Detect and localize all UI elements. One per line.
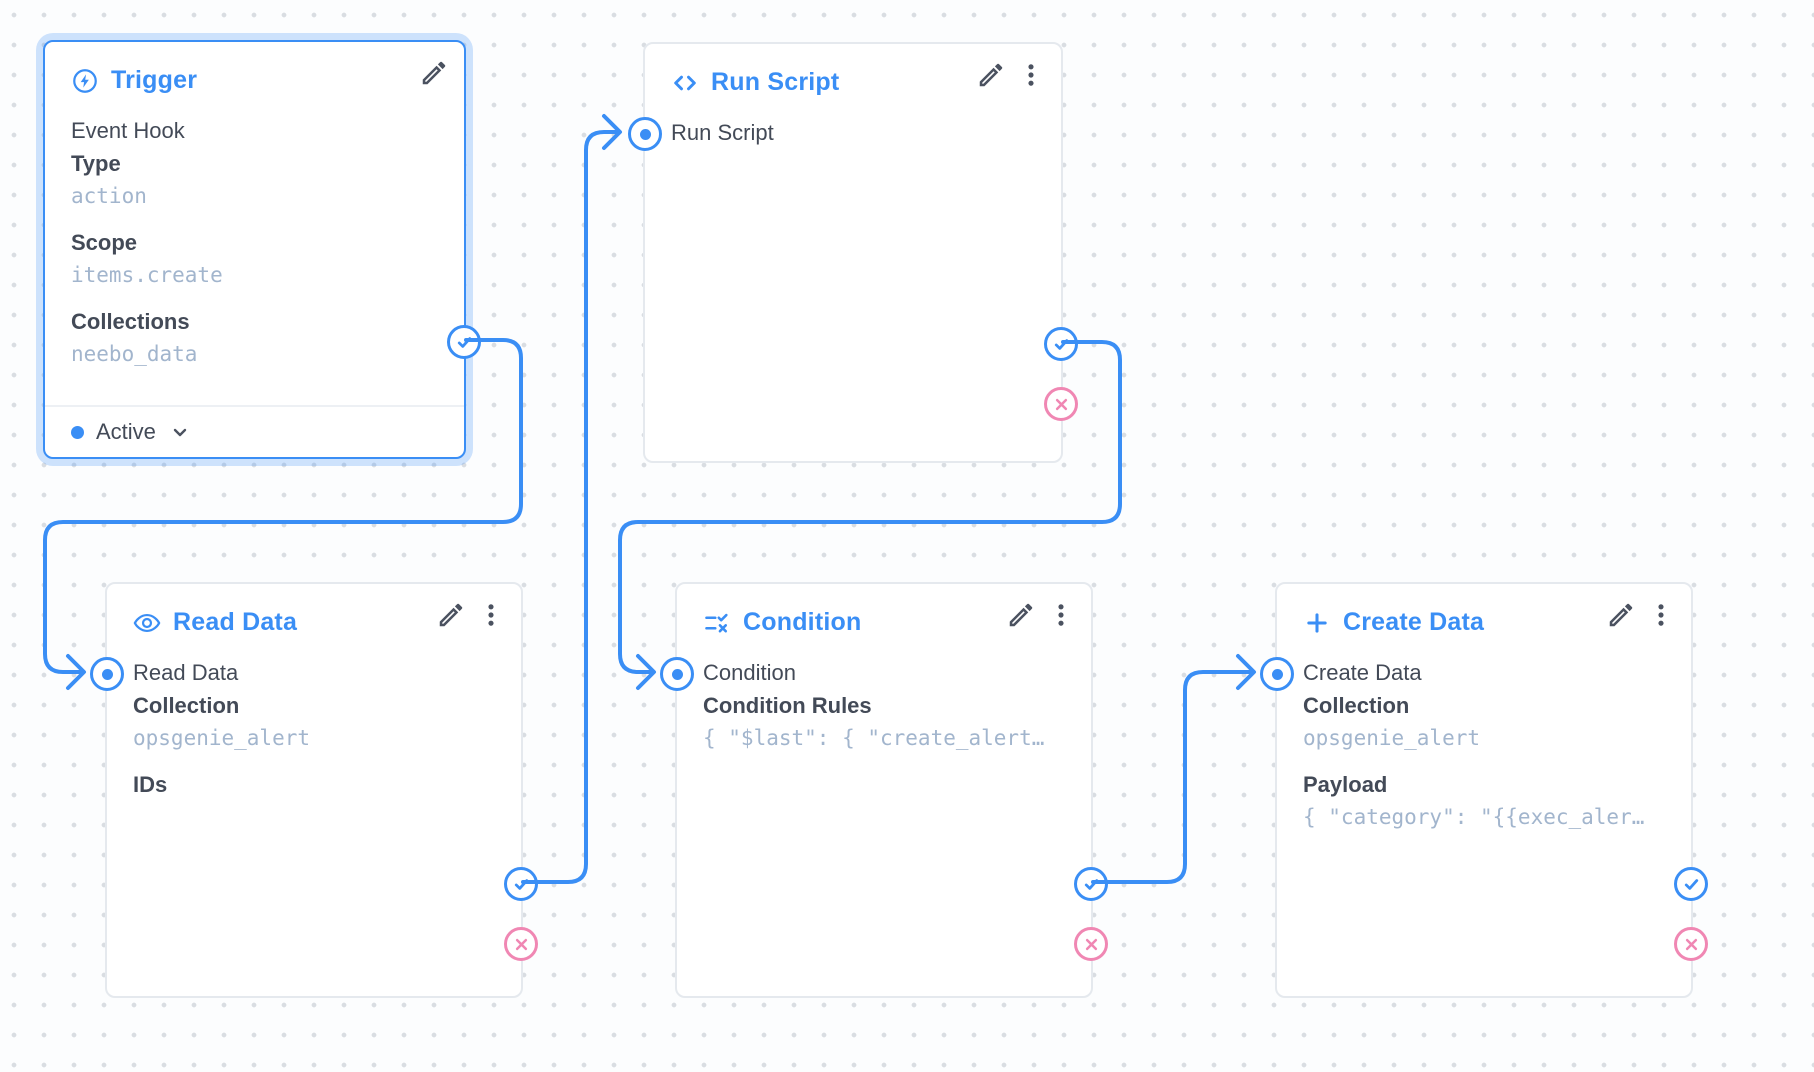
status-dot (71, 425, 84, 439)
reject-port[interactable] (504, 927, 538, 961)
edit-icon[interactable] (436, 600, 466, 630)
field-value: action (71, 184, 147, 208)
arrowhead-icon (1236, 654, 1256, 690)
kebab-menu-icon[interactable] (1046, 600, 1076, 630)
x-icon (1685, 938, 1697, 950)
status-label: Active (96, 419, 156, 444)
code-icon (671, 69, 699, 97)
node-body: Create Data Collection opsgenie_alert Pa… (1303, 656, 1673, 834)
resolve-port[interactable] (504, 867, 538, 901)
port-dot (101, 668, 113, 680)
node-condition[interactable]: Condition Condition Condition Rules { "$… (660, 582, 1108, 998)
node-header: Read Data (133, 608, 401, 637)
resolve-port[interactable] (1074, 867, 1108, 901)
port-dot (671, 668, 683, 680)
field-name: Collections (71, 309, 190, 334)
resolve-port[interactable] (447, 325, 481, 359)
field-name: Collection (1303, 693, 1410, 718)
node-label: Condition (703, 660, 796, 685)
chevron-down-icon (168, 420, 192, 444)
kebab-menu-icon[interactable] (1016, 60, 1046, 90)
resolve-port[interactable] (1044, 327, 1078, 361)
node-body: Event Hook Type action Scope items.creat… (71, 114, 446, 371)
edit-icon[interactable] (976, 60, 1006, 90)
field-name: Type (71, 151, 121, 176)
edge-read-data-to-run-script (521, 114, 622, 884)
check-icon (457, 336, 471, 348)
trigger-type-label: Event Hook (71, 118, 185, 143)
node-label: Read Data (133, 660, 239, 685)
node-body: Condition Condition Rules { "$last": { "… (703, 656, 1073, 755)
field-name: Collection (133, 693, 240, 718)
port-dot (1271, 668, 1283, 680)
bolt-circle-icon (71, 67, 99, 95)
node-title: Create Data (1343, 608, 1485, 636)
node-header: Condition (703, 608, 971, 637)
field-value: { "$last": { "create_alert… (703, 726, 1045, 750)
edit-icon[interactable] (1606, 600, 1636, 630)
node-title: Read Data (173, 608, 298, 636)
port-dot (639, 128, 651, 140)
node-label: Create Data (1303, 660, 1422, 685)
x-icon (1085, 938, 1097, 950)
x-icon (1055, 398, 1067, 410)
field-name: Condition Rules (703, 693, 872, 718)
kebab-menu-icon[interactable] (476, 600, 506, 630)
field-value: neebo_data (71, 342, 198, 366)
field-value: opsgenie_alert (133, 726, 311, 750)
reject-port[interactable] (1074, 927, 1108, 961)
check-icon (1684, 878, 1698, 890)
arrowhead-icon (602, 114, 622, 150)
status-toggle[interactable]: Active (45, 405, 464, 457)
field-value: items.create (71, 263, 223, 287)
edit-icon[interactable] (419, 58, 449, 88)
node-header: Create Data (1303, 608, 1571, 637)
field-name: IDs (133, 772, 168, 797)
arrowhead-icon (636, 654, 656, 690)
field-name: Payload (1303, 772, 1388, 797)
node-create-data[interactable]: Create Data Create Data Collection opsge… (1260, 582, 1708, 998)
node-title: Run Script (711, 68, 840, 96)
reject-port[interactable] (1674, 927, 1708, 961)
input-port[interactable] (660, 657, 694, 691)
field-value: opsgenie_alert (1303, 726, 1481, 750)
eye-icon (133, 609, 161, 637)
kebab-menu-icon[interactable] (1646, 600, 1676, 630)
plus-icon (1303, 609, 1331, 637)
edit-icon[interactable] (1006, 600, 1036, 630)
input-port[interactable] (1260, 657, 1294, 691)
input-port[interactable] (628, 117, 662, 151)
node-body: Read Data Collection opsgenie_alert IDs (133, 656, 503, 801)
check-icon (1084, 878, 1098, 890)
node-run-script[interactable]: Run Script Run Script (628, 42, 1078, 463)
node-body: Run Script (671, 116, 1043, 149)
rule-icon (703, 609, 731, 637)
reject-port[interactable] (1044, 387, 1078, 421)
input-port[interactable] (90, 657, 124, 691)
node-header: Trigger (71, 66, 344, 95)
arrowhead-icon (66, 654, 86, 690)
check-icon (514, 878, 528, 890)
node-label: Run Script (671, 120, 774, 145)
node-title: Trigger (111, 66, 198, 94)
resolve-port[interactable] (1674, 867, 1708, 901)
field-name: Scope (71, 230, 138, 255)
node-read-data[interactable]: Read Data Read Data Collection opsgenie_… (90, 582, 538, 998)
node-trigger[interactable]: Trigger Event Hook Type action Scope ite… (43, 40, 481, 459)
x-icon (515, 938, 527, 950)
edge-condition-to-create-data (1091, 654, 1256, 884)
check-icon (1054, 338, 1068, 350)
field-value: { "category": "{{exec_aler… (1303, 805, 1645, 829)
node-header: Run Script (671, 68, 941, 97)
node-title: Condition (743, 608, 862, 636)
